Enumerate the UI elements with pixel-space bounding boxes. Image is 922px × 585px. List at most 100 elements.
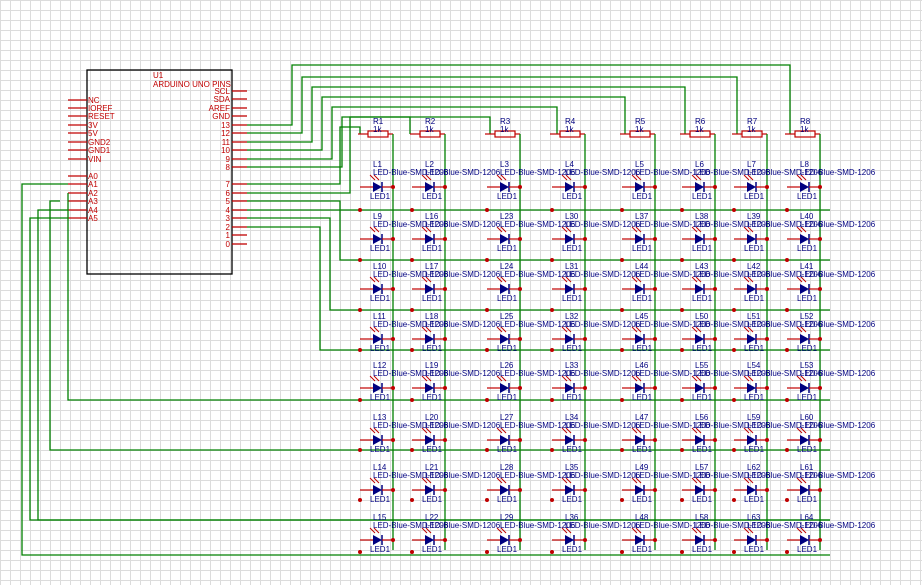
led-arrow bbox=[565, 276, 572, 283]
led-value: LED1 bbox=[422, 244, 443, 253]
led-arrow bbox=[635, 527, 642, 534]
led bbox=[682, 276, 715, 294]
led-arrow bbox=[631, 427, 638, 434]
junction-dot bbox=[785, 448, 789, 452]
chip-pin-label: 12 bbox=[221, 129, 230, 138]
junction-dot bbox=[518, 488, 522, 492]
resistor bbox=[680, 130, 715, 138]
led bbox=[622, 276, 655, 294]
led bbox=[682, 427, 715, 445]
led bbox=[552, 527, 585, 545]
led-value: LED1 bbox=[370, 545, 391, 554]
led-part: LED-Blue-SMD-1206 bbox=[635, 168, 711, 177]
led-arrow bbox=[691, 477, 698, 484]
chip-pin-label: 2 bbox=[226, 223, 231, 232]
led-triangle bbox=[635, 535, 644, 545]
led-part: LED-Blue-SMD-1206 bbox=[373, 471, 449, 480]
led-part: LED-Blue-SMD-1206 bbox=[695, 270, 771, 279]
led bbox=[487, 276, 520, 294]
led-arrow bbox=[796, 527, 803, 534]
junction-dot bbox=[680, 208, 684, 212]
led-ref: L47 bbox=[635, 413, 649, 422]
led-arrow bbox=[369, 276, 376, 283]
led-value: LED1 bbox=[497, 495, 518, 504]
led bbox=[412, 527, 445, 545]
resistor-value: 1k bbox=[695, 125, 704, 134]
chip-pin-label: A0 bbox=[88, 172, 98, 181]
led-part: LED-Blue-SMD-1206 bbox=[635, 369, 711, 378]
led-part: LED-Blue-SMD-1206 bbox=[500, 168, 576, 177]
junction-dot bbox=[713, 337, 717, 341]
led-value: LED1 bbox=[797, 445, 818, 454]
led-ref: L61 bbox=[800, 463, 814, 472]
led-value: LED1 bbox=[422, 445, 443, 454]
led bbox=[787, 527, 820, 545]
led-triangle bbox=[747, 435, 756, 445]
led-value: LED1 bbox=[562, 495, 583, 504]
led-triangle bbox=[373, 284, 382, 294]
chip-pin-label: 11 bbox=[222, 138, 231, 147]
led-ref: L23 bbox=[500, 212, 514, 221]
junction-dot bbox=[550, 448, 554, 452]
junction-dot bbox=[443, 386, 447, 390]
junction-dot bbox=[653, 185, 657, 189]
led-arrow bbox=[695, 226, 702, 233]
junction-dot bbox=[583, 185, 587, 189]
resistor-ref: R3 bbox=[500, 117, 511, 126]
junction-dot bbox=[550, 498, 554, 502]
led-arrow bbox=[743, 477, 750, 484]
led bbox=[622, 326, 655, 344]
led-arrow bbox=[695, 174, 702, 181]
led bbox=[787, 276, 820, 294]
led-arrow bbox=[500, 276, 507, 283]
led-value: LED1 bbox=[797, 393, 818, 402]
junction-dot bbox=[485, 208, 489, 212]
led-arrow bbox=[561, 226, 568, 233]
led-triangle bbox=[635, 284, 644, 294]
led-value: LED1 bbox=[497, 393, 518, 402]
junction-dot bbox=[485, 550, 489, 554]
led-arrow bbox=[796, 276, 803, 283]
led-value: LED1 bbox=[692, 192, 713, 201]
junction-dot bbox=[391, 337, 395, 341]
led bbox=[360, 375, 393, 393]
junction-dot bbox=[550, 208, 554, 212]
led bbox=[552, 477, 585, 495]
led-arrow bbox=[421, 477, 428, 484]
junction-dot bbox=[680, 398, 684, 402]
led-ref: L12 bbox=[373, 361, 387, 370]
led-ref: L33 bbox=[565, 361, 579, 370]
led-value: LED1 bbox=[744, 445, 765, 454]
junction-dot bbox=[583, 337, 587, 341]
junction-dot bbox=[732, 258, 736, 262]
led-value: LED1 bbox=[744, 192, 765, 201]
led-part: LED-Blue-SMD-1206 bbox=[747, 521, 823, 530]
led-arrow bbox=[561, 326, 568, 333]
led-triangle bbox=[373, 485, 382, 495]
junction-dot bbox=[485, 448, 489, 452]
led-ref: L52 bbox=[800, 312, 814, 321]
led-part: LED-Blue-SMD-1206 bbox=[373, 320, 449, 329]
led-arrow bbox=[565, 427, 572, 434]
junction-dot bbox=[620, 448, 624, 452]
led-triangle bbox=[500, 234, 509, 244]
row-wire bbox=[29, 217, 830, 521]
junction-dot bbox=[818, 538, 822, 542]
led-triangle bbox=[500, 334, 509, 344]
led-ref: L24 bbox=[500, 262, 514, 271]
led-ref: L62 bbox=[747, 463, 761, 472]
resistor-ref: R8 bbox=[800, 117, 811, 126]
led-arrow bbox=[800, 427, 807, 434]
digital-wire bbox=[247, 116, 411, 194]
led-value: LED1 bbox=[632, 192, 653, 201]
led-part: LED-Blue-SMD-1206 bbox=[800, 369, 876, 378]
junction-dot bbox=[485, 308, 489, 312]
led-arrow bbox=[565, 375, 572, 382]
led-arrow bbox=[373, 276, 380, 283]
led-value: LED1 bbox=[632, 294, 653, 303]
led-arrow bbox=[496, 427, 503, 434]
led bbox=[682, 174, 715, 192]
led-ref: L29 bbox=[500, 513, 514, 522]
chip-pin-label: A4 bbox=[88, 206, 98, 215]
